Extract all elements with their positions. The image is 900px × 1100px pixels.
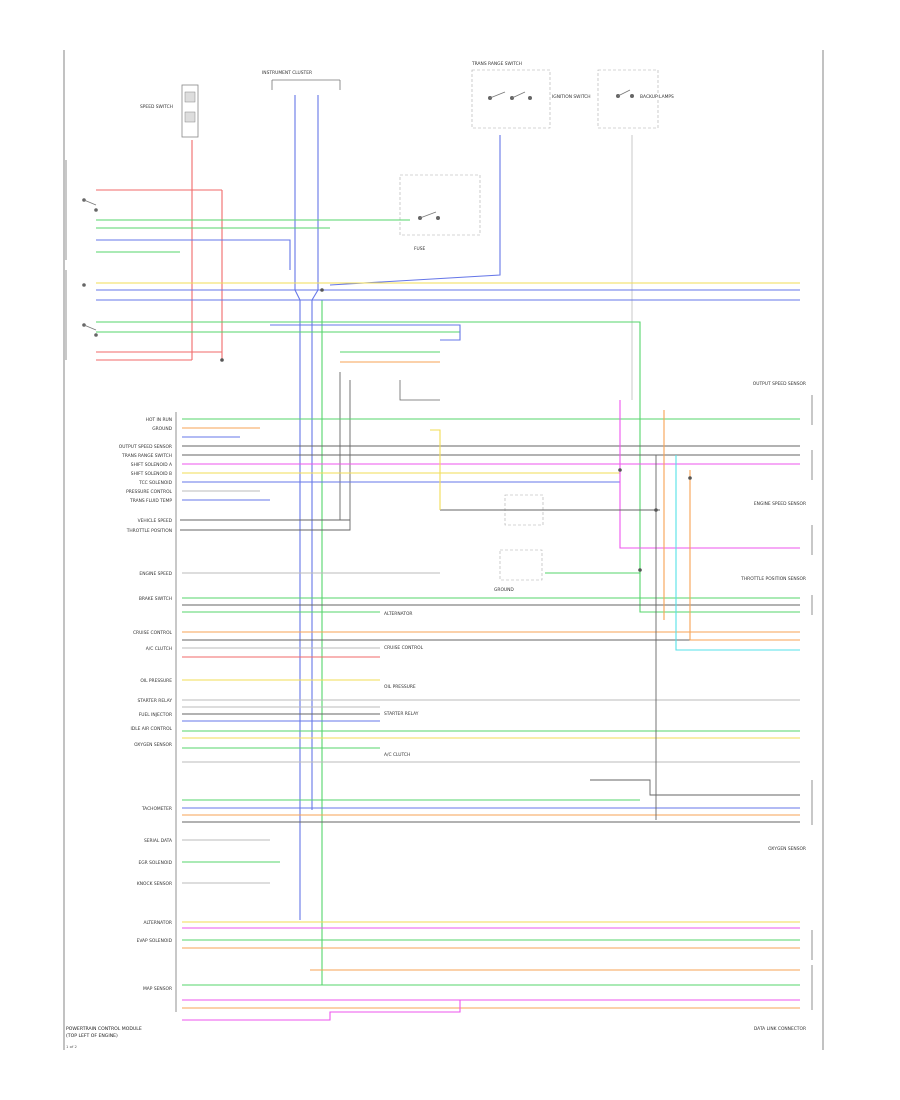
left-label: KNOCK SENSOR [137,881,172,887]
right-label: ENGINE SPEED SENSOR [754,501,806,507]
center-label-cruise: CRUISE CONTROL [384,645,424,651]
left-label: SHIFT SOLENOID B [131,471,172,477]
wire-gray-3 [399,380,440,401]
left-label: CRUISE CONTROL [133,630,173,636]
splice-dot [220,358,224,362]
wire-green-4 [96,321,800,613]
left-label: GROUND [152,426,172,432]
center-relay [499,494,544,581]
ignition-label: IGNITION SWITCH [552,94,591,100]
center-label-ground: GROUND [494,587,514,593]
wire-blue-trunk [294,95,301,920]
left-label: THROTTLE POSITION [126,528,172,534]
splice-dot [618,468,622,472]
splice-dot [654,508,658,512]
left-label: OXYGEN SENSOR [134,742,172,748]
left-label: IDLE AIR CONTROL [131,726,173,732]
page-footer: 1 of 2 [66,1044,77,1049]
splice-dot [320,288,324,292]
right-label: DATA LINK CONNECTOR [754,1026,806,1032]
left-label: OUTPUT SPEED SENSOR [119,444,172,450]
right-label: OUTPUT SPEED SENSOR [753,381,806,387]
wire-blue-4 [270,324,461,341]
left-label: TCC SOLENOID [138,480,172,486]
center-label-ac: A/C CLUTCH [384,752,410,758]
center-label-oil: OIL PRESSURE [384,684,416,690]
left-label: BRAKE SWITCH [139,596,172,602]
trans-switch-label: TRANS RANGE SWITCH [471,61,522,67]
splice-dot [638,568,642,572]
right-label-column: OUTPUT SPEED SENSOR ENGINE SPEED SENSOR TH… [740,381,806,1032]
center-fuse-component [399,174,481,236]
left-label-column: HOT IN RUN GROUND OUTPUT SPEED SENSOR TRANS… [119,417,173,992]
wire-magenta-right [619,400,800,549]
wire-cyan-right [675,455,800,651]
left-label: SERIAL DATA [144,838,172,844]
cluster-connector [271,79,341,90]
center-label-alternator: ALTERNATOR [384,611,413,617]
splice-dot [688,476,692,480]
left-label: FUEL INJECTOR [139,712,172,718]
left-label: TRANS RANGE SWITCH [121,453,172,459]
module-title: POWERTRAIN CONTROL MODULE [66,1026,142,1032]
right-label: THROTTLE POSITION SENSOR [740,576,806,582]
wire-layer [96,95,800,1021]
right-label: OXYGEN SENSOR [768,846,806,852]
backup-lamp-component [597,69,659,129]
wire-blue-trunk-2 [311,95,319,810]
left-label: TACHOMETER [141,806,172,812]
left-label: ALTERNATOR [144,920,173,926]
fuse-label: FUSE [414,246,426,252]
left-label: PRESSURE CONTROL [126,489,172,495]
center-label-starter: STARTER RELAY [384,711,419,717]
left-label: SHIFT SOLENOID A [131,462,172,468]
speed-switch-component [181,84,199,138]
left-label: TRANS FLUID TEMP [129,498,172,504]
left-label: EGR SOLENOID [138,860,172,866]
left-label: EVAP SOLENOID [137,938,173,944]
left-label: VEHICLE SPEED [138,518,173,524]
backup-lamp-label: BACKUP LAMPS [640,94,674,100]
left-label: MAP SENSOR [143,986,172,992]
wire-magenta-lower [182,999,800,1021]
left-label: OIL PRESSURE [140,678,172,684]
left-label: ENGINE SPEED [139,571,172,577]
wire-gray-lower [590,779,800,796]
wire-blue-ignition [329,135,501,286]
left-label: HOT IN RUN [146,417,172,423]
wire-green-center [545,560,641,574]
module-subtitle: (TOP LEFT OF ENGINE) [66,1033,118,1039]
wire-orange-right-2 [689,470,800,641]
ignition-switch-component [471,69,551,129]
upper-left-switch [82,198,98,337]
left-label: A/C CLUTCH [146,646,172,652]
speed-switch-label: SPEED SWITCH [140,104,173,110]
wire-blue-1 [96,239,291,270]
cluster-label: INSTRUMENT CLUSTER [262,70,312,76]
left-label: STARTER RELAY [138,698,173,704]
wire-yellow-center [430,429,441,510]
